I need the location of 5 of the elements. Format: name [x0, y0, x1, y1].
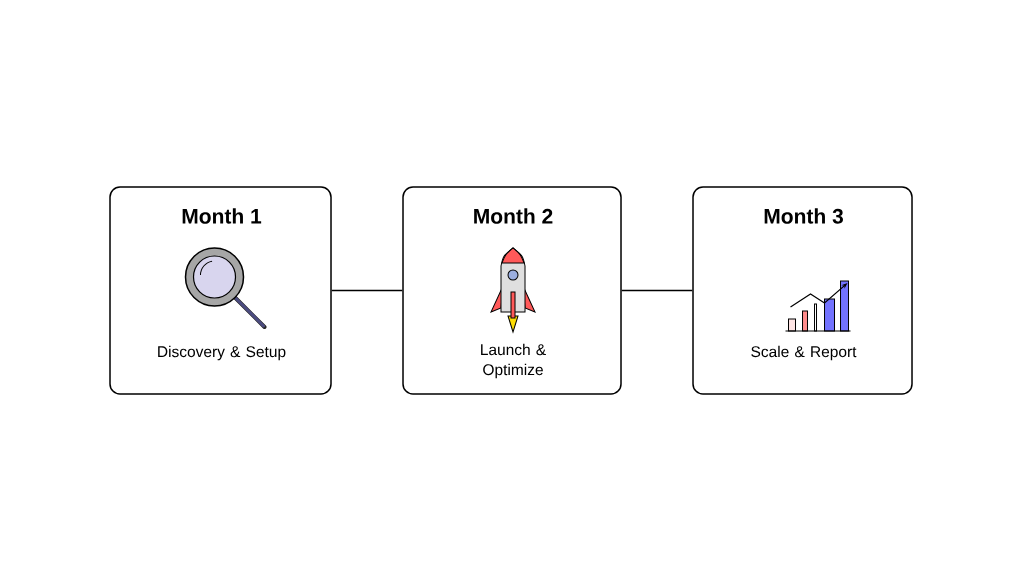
step-box: Month 2 Launch & Optimize	[402, 186, 622, 395]
connector-line	[621, 289, 693, 292]
step-box: Month 3 Scale & Report	[692, 186, 913, 395]
step-box: Month 1 Discovery & Setup	[109, 186, 332, 395]
connector-line	[331, 289, 403, 292]
